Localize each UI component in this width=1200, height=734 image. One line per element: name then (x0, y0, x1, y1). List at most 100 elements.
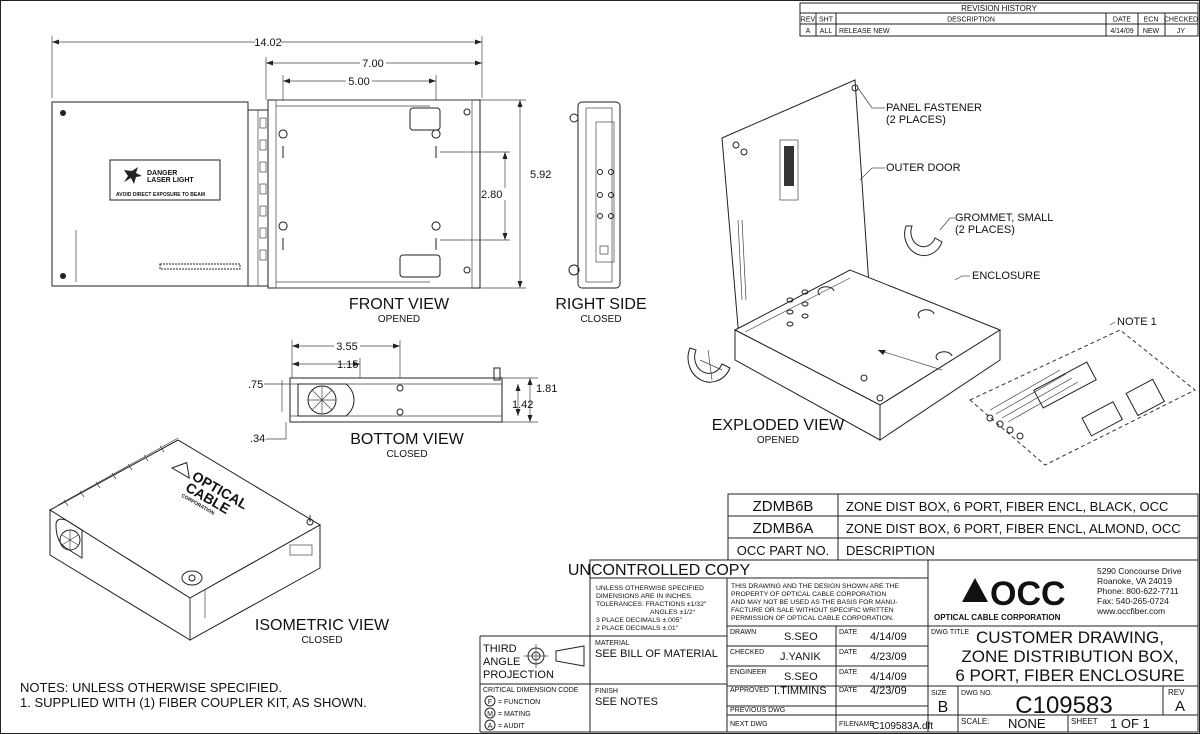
callout-panel-fastener-qty: (2 PLACES) (886, 114, 946, 126)
rev-row-rev: A (806, 28, 811, 35)
callout-grommet: GROMMET, SMALL (955, 212, 1053, 224)
finish-value: SEE NOTES (595, 696, 658, 708)
notes-line-1: NOTES: UNLESS OTHERWISE SPECIFIED. (20, 680, 282, 695)
uncontrolled-copy: UNCONTROLLED COPY (568, 562, 751, 579)
dim-bottom-2: 1.15 (337, 359, 358, 371)
bottom-view-label: BOTTOM VIEW (350, 431, 464, 448)
critical-code-f-text: = FUNCTION (498, 699, 540, 706)
signoff-approved-date-label: DATE (839, 687, 857, 694)
company-logo: OCC OPTICAL CABLE CORPORATION (934, 575, 1066, 622)
dwg-no-value: C109583 (1015, 692, 1112, 719)
scale-label: SCALE: (961, 717, 989, 726)
proprietary-line-4: FACTURE OR SALE WITHOUT SPECIFIC WRITTEN (731, 607, 894, 614)
rev-row-checked: JY (1177, 28, 1186, 35)
callout-panel-fastener: PANEL FASTENER (886, 102, 982, 114)
exploded-view-state: OPENED (757, 435, 799, 446)
critical-code-m-text: = MATING (498, 711, 531, 718)
part-desc-2: ZONE DIST BOX, 6 PORT, FIBER ENCL, ALMON… (846, 521, 1181, 536)
dwg-title-label: DWG TITLE (931, 629, 969, 636)
size-label: SIZE (931, 690, 947, 697)
title-line-1: CUSTOMER DRAWING, (976, 628, 1164, 647)
callout-note-1: NOTE 1 (1117, 316, 1157, 328)
isometric-view: OPTICAL CABLE CORPORATION ISOMETRIC VIEW… (49, 437, 390, 646)
projection-line-2: ANGLE (483, 656, 520, 668)
signoff-drawn-name: S.SEO (784, 631, 818, 643)
laser-label-warning: AVOID DIRECT EXPOSURE TO BEAM (116, 192, 205, 198)
signoff-engineer-role: ENGINEER (730, 669, 767, 676)
critical-code-a: A (488, 723, 493, 730)
proprietary-line-1: THIS DRAWING AND THE DESIGN SHOWN ARE TH… (731, 583, 899, 590)
dim-inner-height: 2.80 (481, 189, 502, 201)
size-value: B (938, 699, 949, 716)
critical-code-f: F (488, 699, 492, 706)
laser-label-danger: DANGER (147, 170, 177, 177)
title-block: UNCONTROLLED COPY UNLESS OTHERWISE SPECI… (479, 559, 1199, 733)
address-line-3: Phone: 800-622-7711 (1097, 586, 1179, 596)
rev-row-date: 4/14/09 (1110, 28, 1133, 35)
rev-header-rev: REV (801, 17, 816, 24)
front-view-state: OPENED (378, 314, 420, 325)
company-logo-text: OCC (990, 575, 1066, 613)
title-line-2: ZONE DISTRIBUTION BOX, (961, 647, 1178, 666)
projection-line-1: THIRD (483, 643, 517, 655)
bottom-view-state: CLOSED (386, 449, 427, 460)
rev-label: REV (1168, 688, 1185, 697)
finish-label: FINISH (595, 688, 618, 695)
critical-code-label: CRITICAL DIMENSION CODE (483, 687, 579, 694)
front-view-label: FRONT VIEW (349, 296, 450, 313)
notes-line-2: 1. SUPPLIED WITH (1) FIBER COUPLER KIT, … (20, 695, 367, 710)
revision-history-title: REVISION HISTORY (961, 4, 1037, 13)
notes: NOTES: UNLESS OTHERWISE SPECIFIED. 1. SU… (20, 680, 367, 710)
dim-hole-spacing: 5.00 (348, 76, 369, 88)
rev-row-description: RELEASE NEW (839, 28, 890, 35)
signoff-checked-role: CHECKED (730, 649, 764, 656)
dim-bottom-4: .34 (250, 433, 265, 445)
rev-row-sht: ALL (820, 28, 833, 35)
signoff-drawn-date: 4/14/09 (870, 631, 907, 643)
proprietary-line-5: PERMISSION OF OPTICAL CABLE CORPORATION. (731, 615, 894, 622)
callout-outer-door: OUTER DOOR (886, 162, 961, 174)
company-name: OPTICAL CABLE CORPORATION (934, 613, 1061, 622)
dim-bottom-6: 1.42 (512, 399, 533, 411)
signoff-approved-date: 4/23/09 (870, 685, 907, 697)
part-number-2: ZDMB6A (753, 520, 814, 537)
rev-header-checked: CHECKED (1164, 17, 1198, 24)
tolerance-line-2: DIMENSIONS ARE IN INCHES. (596, 593, 693, 600)
dim-box-width: 7.00 (362, 58, 383, 70)
part-header-number: OCC PART NO. (737, 543, 829, 558)
signoff-engineer-date-label: DATE (839, 669, 857, 676)
rev-header-ecn: ECN (1144, 17, 1159, 24)
scale-value: NONE (1008, 716, 1046, 731)
critical-code-m: M (487, 711, 493, 718)
address-line-4: Fax: 540-265-0724 (1097, 596, 1169, 606)
projection-line-3: PROJECTION (483, 669, 554, 681)
critical-code-a-text: = AUDIT (498, 723, 525, 730)
address-line-2: Roanoke, VA 24019 (1097, 576, 1172, 586)
laser-label-laser-light: LASER LIGHT (147, 177, 194, 184)
signoff-engineer-name: S.SEO (784, 671, 818, 683)
dim-height: 5.92 (530, 169, 551, 181)
filename-value: C109583A.dft (872, 721, 933, 732)
rev-header-description: DESCRIPTION (947, 17, 995, 24)
material-label: MATERIAL (595, 640, 630, 647)
right-side-view: RIGHT SIDE CLOSED (555, 101, 647, 325)
proprietary-line-2: PROPERTY OF OPTICAL CABLE CORPORATION (731, 591, 886, 598)
rev-row-ecn: NEW (1143, 28, 1160, 35)
callout-grommet-qty: (2 PLACES) (955, 224, 1015, 236)
dim-overall-width: 14.02 (254, 37, 282, 49)
part-number-1: ZDMB6B (753, 498, 814, 515)
third-angle-projection-icon (524, 644, 585, 668)
isometric-view-label: ISOMETRIC VIEW (255, 617, 390, 634)
bottom-view: 3.55 1.15 .75 .34 1.81 1.42 BOT (248, 340, 557, 460)
previous-dwg-label: PREVIOUS DWG (730, 707, 785, 714)
right-side-state: CLOSED (580, 314, 621, 325)
sheet-label: SHEET (1071, 717, 1098, 726)
tolerance-line-6: 2 PLACE DECIMALS ±.01" (596, 625, 679, 632)
part-header-desc: DESCRIPTION (846, 543, 935, 558)
signoff-checked-date: 4/23/09 (870, 651, 907, 663)
parts-table: ZDMB6B ZONE DIST BOX, 6 PORT, FIBER ENCL… (727, 493, 1199, 561)
sheet-value: 1 OF 1 (1110, 716, 1150, 731)
signoff-checked-name: J.YANIK (780, 651, 821, 663)
dim-bottom-3: .75 (248, 379, 263, 391)
